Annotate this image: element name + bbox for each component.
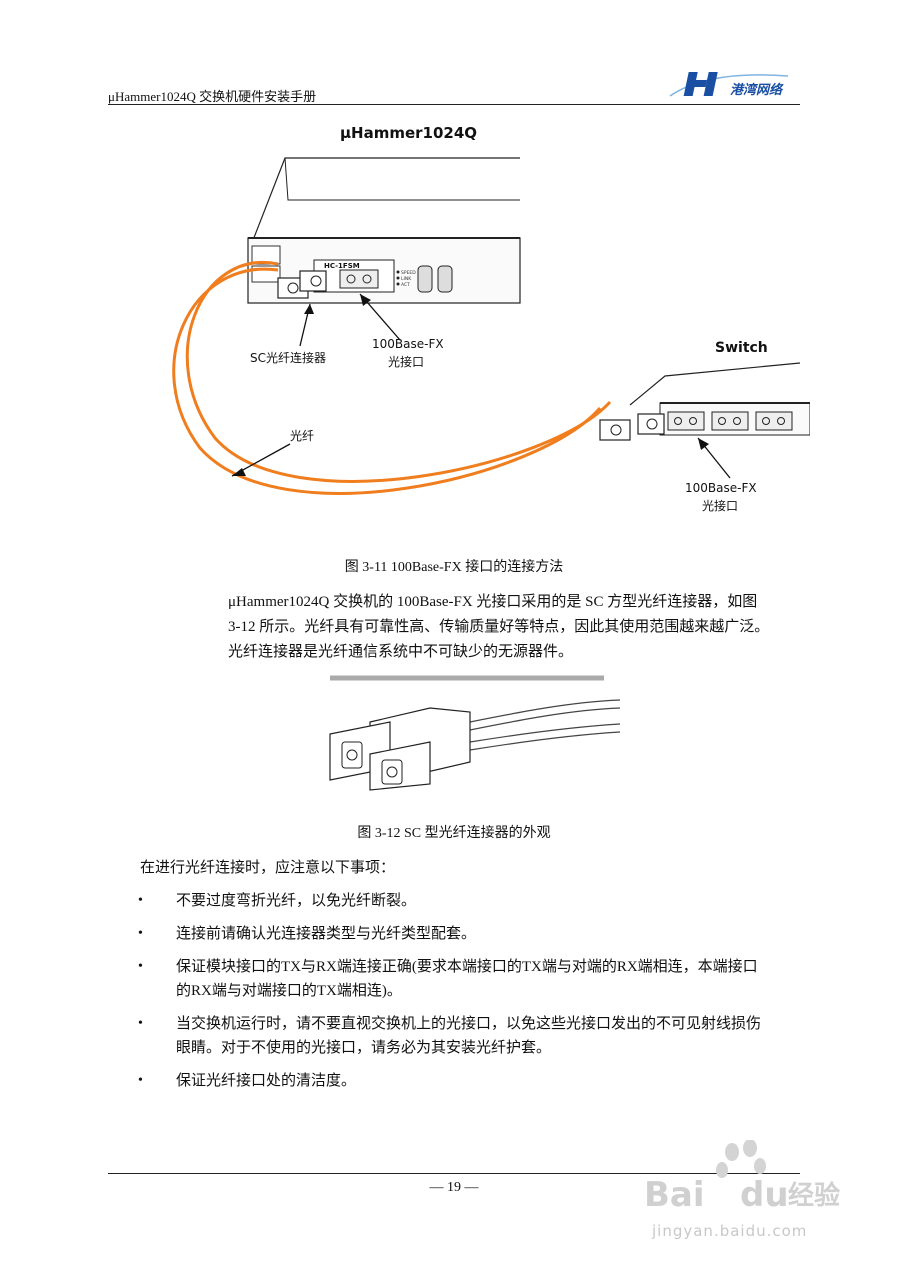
list-item-text: 当交换机运行时，请不要直视交换机上的光接口，以免这些光接口发出的不可见射线损伤 bbox=[176, 1016, 762, 1032]
callout-port-bottom-line1: 100Base-FX bbox=[685, 481, 757, 495]
figure-3-12-caption: 图 3-12 SC 型光纤连接器的外观 bbox=[357, 826, 551, 841]
list-item: • 保证光纤接口处的清洁度。 bbox=[138, 1069, 800, 1093]
list-item-text: 连接前请确认光连接器类型与光纤类型配套。 bbox=[176, 926, 477, 942]
watermark-url: jingyan.baidu.com bbox=[652, 1222, 808, 1240]
company-logo: 港湾网络 bbox=[669, 72, 789, 98]
watermark-brand: Bai bbox=[644, 1175, 705, 1215]
figure-3-12-sc-connector bbox=[329, 675, 620, 791]
callout-port-top-line1: 100Base-FX bbox=[372, 337, 444, 351]
list-item: • 连接前请确认光连接器类型与光纤类型配套。 bbox=[138, 922, 800, 946]
bullet-icon: • bbox=[138, 926, 143, 941]
bullet-icon: • bbox=[138, 959, 143, 974]
body-paragraph: μHammer1024Q 交换机的 100Base-FX 光接口采用的是 SC … bbox=[228, 590, 800, 665]
logo-text: 港湾网络 bbox=[730, 82, 784, 98]
notes-intro: 在进行光纤连接时，应注意以下事项： bbox=[140, 860, 396, 876]
led-label-act: ACT bbox=[401, 282, 410, 288]
page-number: — 19 — bbox=[429, 1180, 479, 1195]
paragraph-line: μHammer1024Q 交换机的 100Base-FX 光接口采用的是 SC … bbox=[228, 594, 758, 610]
switch-label: Switch bbox=[715, 340, 768, 356]
watermark-brand-cn: 经验 bbox=[788, 1180, 840, 1211]
paragraph-line: 3-12 所示。光纤具有可靠性高、传输质量好等特点，因此其使用范围越来越广泛。 bbox=[228, 619, 770, 635]
list-item: • 保证模块接口的TX与RX端连接正确(要求本端接口的TX端与对端的RX端相连，… bbox=[138, 955, 800, 1003]
running-header-title: μHammer1024Q 交换机硬件安装手册 bbox=[108, 89, 317, 104]
led-label-link: LINK bbox=[401, 276, 412, 282]
paragraph-line: 光纤连接器是光纤通信系统中不可缺少的无源器件。 bbox=[228, 644, 574, 660]
callout-port-bottom-line2: 光接口 bbox=[702, 498, 738, 513]
list-item: • 当交换机运行时，请不要直视交换机上的光接口，以免这些光接口发出的不可见射线损… bbox=[138, 1012, 800, 1060]
list-item-text: 的RX端与对端接口的TX端相连)。 bbox=[176, 983, 402, 999]
callout-sc-connector: SC光纤连接器 bbox=[250, 350, 326, 365]
bullet-icon: • bbox=[138, 1073, 143, 1088]
led-label-speed: SPEED bbox=[401, 270, 416, 276]
callout-fiber: 光纤 bbox=[290, 429, 314, 443]
callout-port-top-line2: 光接口 bbox=[388, 354, 424, 369]
watermark-brand-du: du bbox=[740, 1175, 789, 1215]
notes-list: • 不要过度弯折光纤，以免光纤断裂。 • 连接前请确认光连接器类型与光纤类型配套… bbox=[138, 889, 800, 1102]
header-rule bbox=[108, 104, 800, 105]
baidu-watermark: Bai du 经验 bbox=[644, 1140, 840, 1215]
list-item-text: 保证模块接口的TX与RX端连接正确(要求本端接口的TX端与对端的RX端相连，本端… bbox=[176, 959, 758, 975]
footer-rule bbox=[108, 1173, 800, 1174]
module-label: HC-1FSM bbox=[324, 262, 360, 270]
sc-connector-top bbox=[277, 270, 327, 299]
sc-connector-bottom bbox=[599, 413, 665, 441]
list-item: • 不要过度弯折光纤，以免光纤断裂。 bbox=[138, 889, 800, 913]
list-item-text: 眼睛。对于不使用的光接口，请务必为其安装光纤护套。 bbox=[176, 1040, 552, 1056]
list-item-text: 不要过度弯折光纤，以免光纤断裂。 bbox=[176, 893, 417, 909]
device-label: μHammer1024Q bbox=[340, 124, 477, 142]
bullet-icon: • bbox=[138, 893, 143, 908]
bullet-icon: • bbox=[138, 1016, 143, 1031]
figure-3-11-caption: 图 3-11 100Base-FX 接口的连接方法 bbox=[344, 560, 564, 575]
figure-3-11-connection-diagram: μHammer1024Q HC-1FSM SPEED LINK ACT Swit… bbox=[172, 124, 810, 513]
list-item-text: 保证光纤接口处的清洁度。 bbox=[176, 1073, 357, 1089]
